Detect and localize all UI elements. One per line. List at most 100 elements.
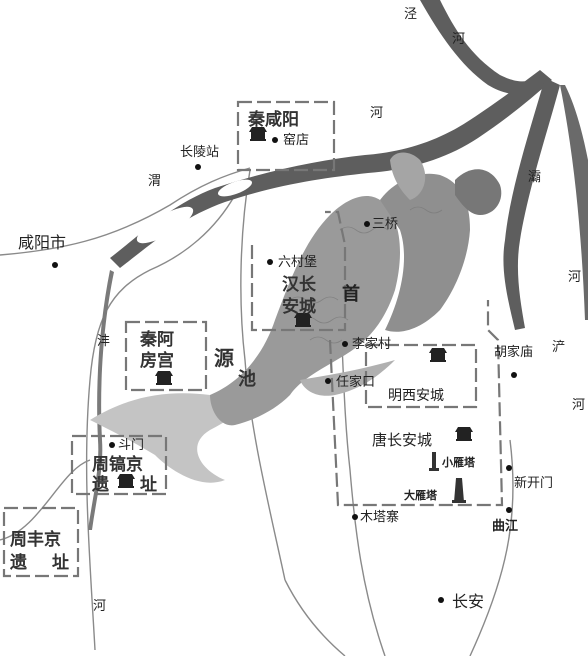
box-zhou-fengjing [2, 506, 80, 578]
han-changan-label-1: 汉长 [282, 274, 317, 295]
lijiacun-label: 李家村 [352, 336, 391, 352]
dragon-head-label: 首 [342, 283, 360, 305]
renjiakou-dot [325, 378, 331, 384]
chan-river-label-1: 浐 [552, 340, 565, 355]
ba-river [503, 78, 560, 330]
small-pagoda-icon [429, 452, 439, 471]
pagodas [429, 452, 466, 503]
liucunbao-dot [267, 259, 273, 265]
qin-epang-label-1: 秦阿 [140, 329, 174, 350]
wei-river [110, 70, 552, 268]
dragon-head [455, 169, 502, 215]
xianyang-city-label: 咸阳市 [18, 233, 66, 252]
changan-dot [438, 597, 444, 603]
box-ming-xian [364, 343, 478, 409]
liucunbao-label: 六村堡 [278, 254, 317, 270]
road-southwest [0, 459, 91, 541]
zhou-gaojing-label-2a: 遗 [91, 474, 109, 495]
jing-river [420, 0, 550, 95]
dragon-labels: 源 池 首 [214, 283, 360, 390]
box-qin-xianyang [236, 100, 336, 172]
jing-river-label-2: 河 [452, 32, 465, 47]
dragon-body [210, 195, 400, 426]
ba-river-label-2: 河 [568, 270, 581, 285]
sanqiao-label: 三桥 [372, 217, 398, 232]
palace-icon [117, 474, 135, 488]
xinkaimen-label: 新开门 [514, 475, 553, 491]
zhou-fengjing-label-1: 周丰京 [10, 529, 61, 550]
lijiacun-dot [342, 341, 348, 347]
qin-epang-label-2: 房宫 [140, 350, 174, 371]
changling-station-dot [195, 164, 201, 170]
river-labels: 泾 河 渭 河 灞 河 浐 河 沣 河 [93, 7, 585, 614]
box-tang-changan [328, 300, 504, 507]
xianyang-city-dot [52, 262, 58, 268]
zhou-gaojing-label-2b: 址 [140, 475, 157, 495]
site-boxes [2, 100, 504, 578]
feng-river-label-1: 沣 [97, 334, 110, 349]
zhou-fengjing-label-2a: 遗 [9, 552, 27, 573]
yaodian-label: 窑店 [283, 132, 309, 148]
dragon-neck [380, 173, 470, 332]
qin-xianyang-label: 秦咸阳 [248, 109, 299, 130]
doumen-dot [109, 442, 115, 448]
chan-river-label-2: 河 [572, 398, 585, 413]
dragon-horn-1 [390, 152, 426, 200]
doumen-label: 斗门 [118, 438, 144, 453]
hujiamiao-dot [511, 372, 517, 378]
box-qin-epang [124, 320, 208, 392]
ba-river-label-1: 灞 [528, 170, 541, 185]
dragon-lower [300, 360, 395, 396]
han-changan-label-2: 安城 [282, 296, 316, 317]
palace-icon [249, 127, 267, 141]
palace-icon [429, 348, 447, 362]
xinkaimen-dot [506, 465, 512, 471]
qujiang-dot [506, 507, 512, 513]
dragon-source-label-2: 池 [238, 368, 256, 390]
wei-river-label-2: 河 [370, 106, 383, 121]
palace-icons [117, 127, 473, 488]
mutazhai-label: 木塔寨 [360, 509, 399, 525]
dragon-source-label-1: 源 [214, 346, 234, 370]
landmark-labels: 小雁塔 大雁塔 [404, 455, 476, 502]
road-east [469, 439, 514, 656]
tang-changan-label: 唐长安城 [372, 431, 432, 449]
chan-river [560, 85, 588, 320]
palace-icon [455, 427, 473, 441]
box-zhou-gaojing [70, 434, 168, 496]
zhou-gaojing-label-1: 周镐京 [92, 454, 143, 475]
changan-label: 长安 [452, 592, 484, 611]
dragon [90, 152, 502, 483]
road-center [240, 169, 286, 581]
qujiang-label: 曲江 [492, 518, 518, 534]
small-goose-pagoda-label: 小雁塔 [441, 455, 476, 469]
mutazhai-dot [352, 514, 358, 520]
road-west [85, 194, 236, 651]
box-han-changan [250, 210, 347, 332]
zhou-fengjing-label-2b: 址 [52, 553, 69, 573]
big-goose-pagoda-label: 大雁塔 [404, 488, 438, 502]
feng-river-label-2: 河 [93, 599, 106, 614]
yaodian-dot [272, 137, 278, 143]
site-labels: 秦咸阳 汉长 安城 秦阿 房宫 周镐京 遗 址 周丰京 遗 址 明西安城 唐长安… [9, 109, 444, 573]
wei-river-label-1: 渭 [148, 174, 161, 189]
palace-icon [294, 313, 312, 327]
road-north [0, 167, 251, 256]
palace-icon [155, 371, 173, 385]
ming-xian-label: 明西安城 [388, 388, 444, 404]
rivers [88, 0, 588, 530]
jing-river-label-1: 泾 [404, 7, 417, 22]
road-south [284, 579, 346, 656]
big-pagoda-icon [452, 478, 466, 503]
wei-sandbar-2 [217, 179, 253, 197]
renjiakou-label: 任家口 [336, 374, 375, 390]
hujiamiao-label: 胡家庙 [494, 344, 533, 360]
sanqiao-dot [364, 221, 370, 227]
wei-sandbar-1 [136, 206, 194, 244]
feng-river [88, 270, 114, 530]
changling-station-label: 长陵站 [180, 145, 219, 160]
place-labels: 咸阳市 长陵站 窑店 三桥 六村堡 李家村 任家口 胡家庙 斗门 新开门 木塔寨… [18, 132, 553, 611]
point-markers [52, 137, 517, 603]
